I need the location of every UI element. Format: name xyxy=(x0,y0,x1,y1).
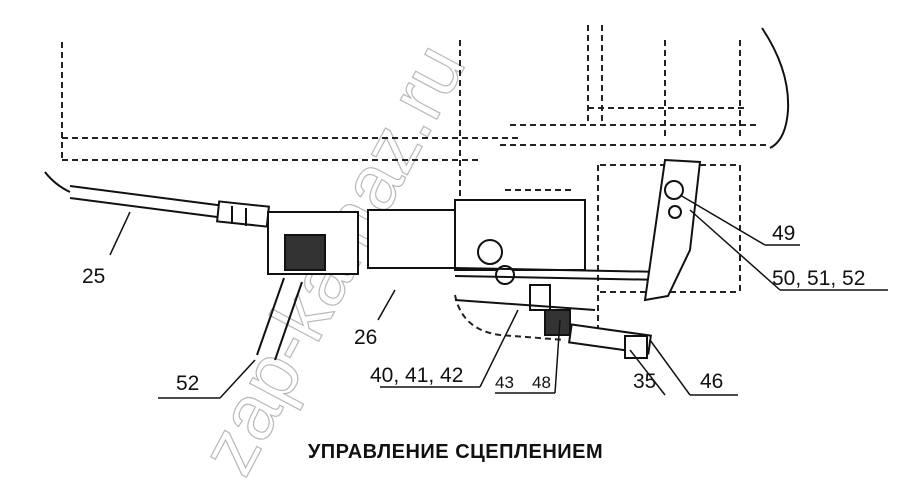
figure-caption: УПРАВЛЕНИЕ СЦЕПЛЕНИЕМ xyxy=(307,441,604,463)
callouts: 25 26 52 40, 41, 42 43 48 35 46 49 50, 5… xyxy=(82,222,865,395)
cable-end xyxy=(44,171,71,193)
callout-43: 43 xyxy=(495,373,514,392)
callout-25: 25 xyxy=(82,265,105,288)
rod-lever xyxy=(454,158,702,359)
callout-49: 49 xyxy=(772,222,795,245)
hose xyxy=(256,277,303,361)
callout-48: 48 xyxy=(532,373,551,392)
callout-40-41-42: 40, 41, 42 xyxy=(370,364,463,387)
leader-lines xyxy=(109,194,888,399)
callout-52: 52 xyxy=(176,372,199,395)
callout-46: 46 xyxy=(700,370,723,393)
valve-block xyxy=(267,199,596,336)
callout-26: 26 xyxy=(354,326,377,349)
callout-35: 35 xyxy=(633,370,656,393)
callout-50-51-52: 50, 51, 52 xyxy=(772,267,865,290)
clutch-pipe xyxy=(69,185,271,228)
panel-curve xyxy=(761,27,790,149)
